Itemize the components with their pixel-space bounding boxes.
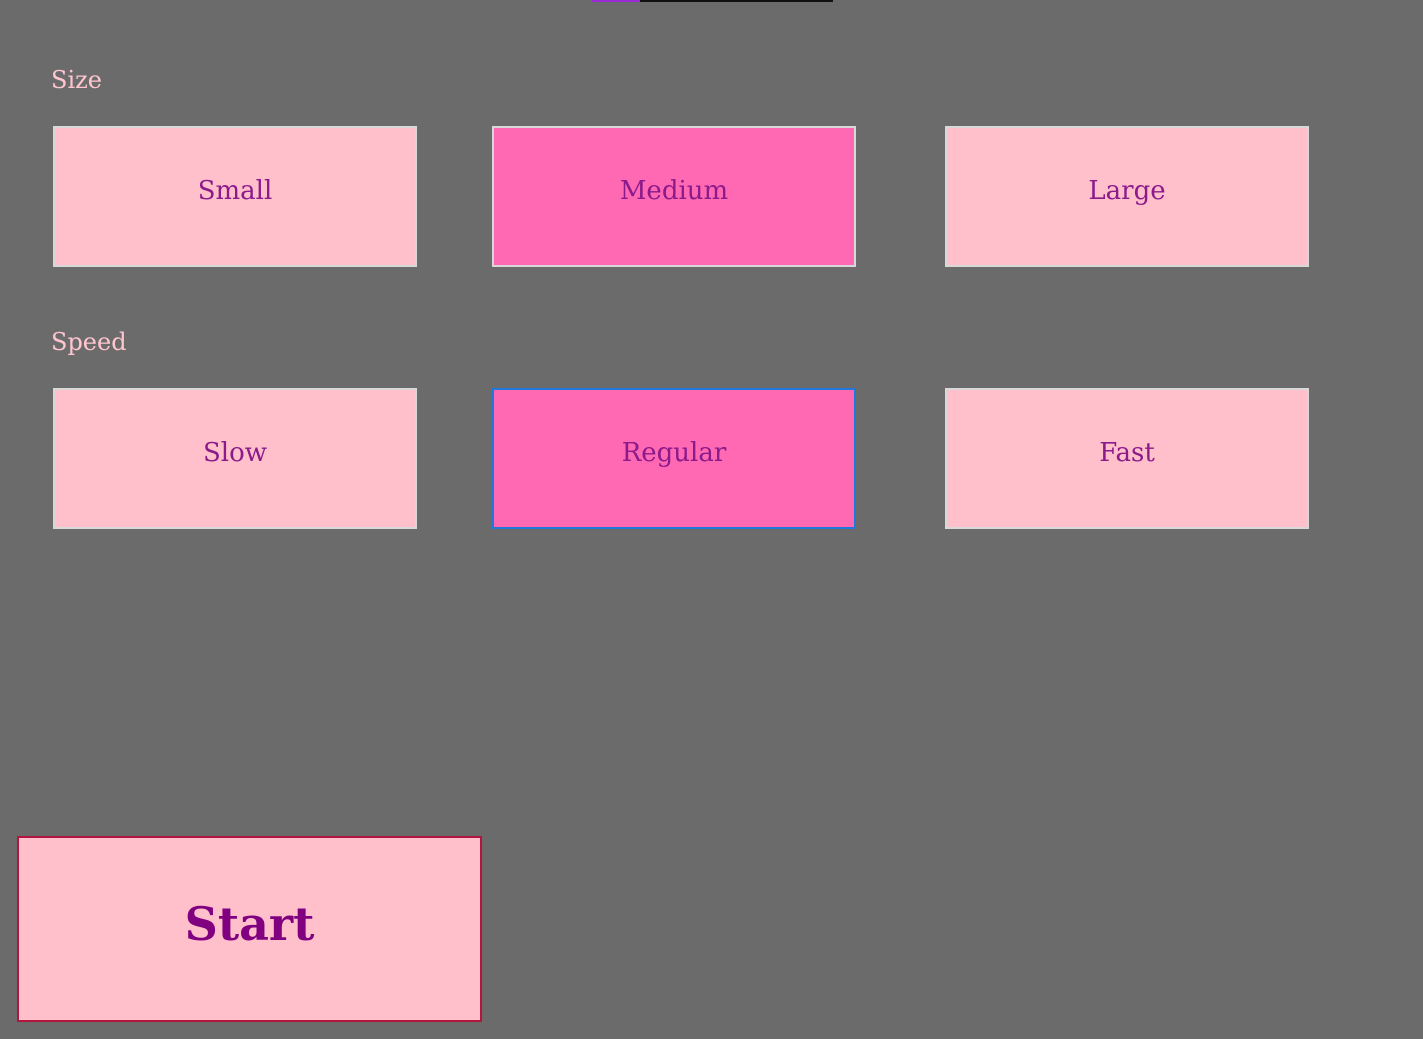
speed-slow-button[interactable]: Slow: [53, 388, 417, 529]
size-label: Size: [51, 66, 102, 94]
size-large-button[interactable]: Large: [945, 126, 1309, 267]
speed-fast-button[interactable]: Fast: [945, 388, 1309, 529]
progress-bar: [592, 0, 833, 2]
speed-regular-button[interactable]: Regular: [492, 388, 856, 529]
size-small-button[interactable]: Small: [53, 126, 417, 267]
size-medium-button[interactable]: Medium: [492, 126, 856, 267]
progress-bar-fill: [592, 0, 641, 2]
speed-label: Speed: [51, 328, 127, 356]
start-button[interactable]: Start: [17, 836, 482, 1022]
